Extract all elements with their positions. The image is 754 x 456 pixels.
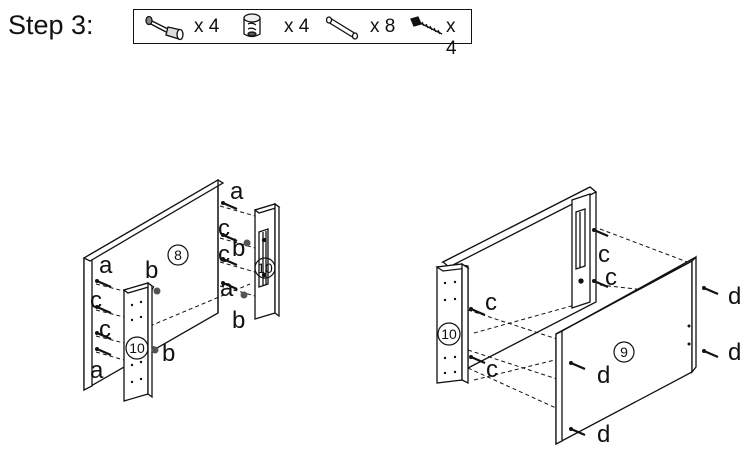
label-c: c [218,241,230,268]
label-b: b [145,257,158,284]
label-d: d [728,339,741,366]
label-c: c [485,289,497,316]
label-c: c [605,264,617,291]
panel-number-10-right: 10 [257,260,273,276]
panel-number-8: 8 [174,247,182,263]
label-c: c [598,241,610,268]
label-a: a [90,357,104,384]
cam-lock-nut-quantity: x 4 [284,16,310,37]
label-a: a [220,275,234,302]
panel-number-9: 9 [620,344,628,360]
cam-lock-nut-icon [243,13,261,38]
screw-icon [410,16,443,35]
rear-side-panel [571,193,591,309]
label-d: d [597,421,610,448]
step-title: Step 3: [8,10,94,40]
label-a: a [99,252,113,279]
label-c: c [99,316,111,343]
label-b: b [232,235,245,262]
label-d: d [597,362,610,389]
cam-bolt-icon [145,15,184,41]
label-b: b [162,340,175,367]
label-b: b [232,307,245,334]
wooden-dowel-quantity: x 8 [370,16,396,37]
right-assembly: 9 10 c c c c d d d d [435,186,741,448]
label-c: c [486,356,498,383]
panel-9 [555,255,697,446]
side-panel-10 [435,262,470,385]
side-panel-10-right [253,202,281,320]
panel-number-10: 10 [441,326,457,342]
label-c: c [90,287,102,314]
left-assembly: 8 10 10 a c c a c c a b b b a b [82,178,281,402]
label-a: a [230,178,244,205]
cam-bolt-quantity: x 4 [194,16,220,37]
wooden-dowel-icon [325,16,359,40]
panel-number-10-left: 10 [129,340,145,356]
label-c: c [218,215,230,242]
parts-legend: x 4 x 4 x 8 x 4 [133,9,472,59]
side-panel-10-left [122,281,154,402]
label-d: d [728,283,741,310]
back-panel [440,186,598,370]
screw-quantity: x 4 [446,16,457,59]
